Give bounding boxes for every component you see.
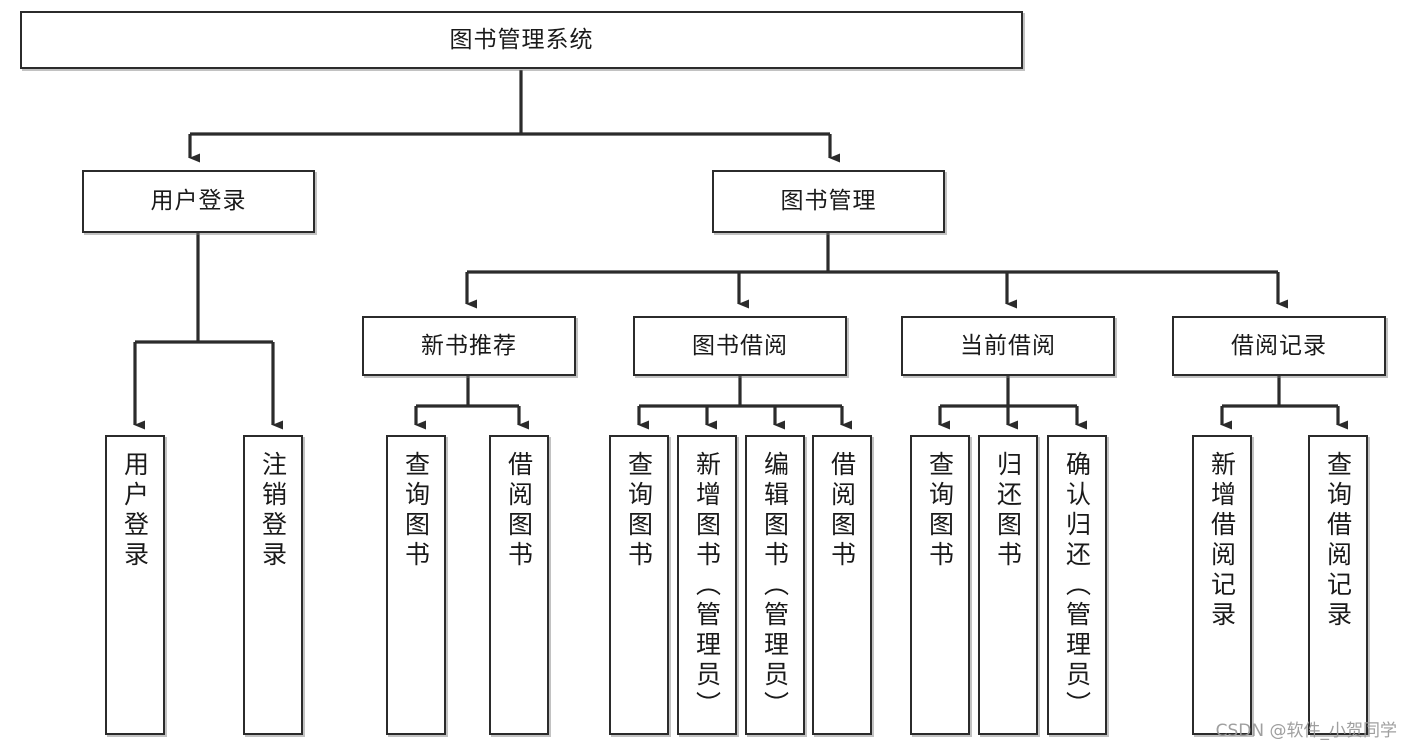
node-book-manage[interactable]: 图书管理 (712, 170, 945, 233)
node-leaf-add-book-label: 新增图书（管理员） (692, 451, 722, 721)
node-book-manage-label: 图书管理 (780, 188, 877, 215)
node-leaf-query-book-1[interactable]: 查询图书 (386, 435, 446, 735)
node-leaf-user-login[interactable]: 用户登录 (105, 435, 165, 735)
node-leaf-return-book-label: 归还图书 (993, 451, 1023, 571)
node-user-login-label: 用户登录 (150, 188, 247, 215)
node-book-borrow-label: 图书借阅 (692, 332, 788, 359)
watermark-text: CSDN @软件_小贺同学 (1215, 721, 1397, 741)
node-new-book-rec[interactable]: 新书推荐 (362, 316, 576, 376)
node-leaf-user-logout[interactable]: 注销登录 (243, 435, 303, 735)
node-leaf-query-book-1-label: 查询图书 (401, 451, 431, 571)
node-root[interactable]: 图书管理系统 (20, 11, 1023, 69)
node-leaf-query-record[interactable]: 查询借阅记录 (1308, 435, 1368, 735)
node-leaf-borrow-book-1[interactable]: 借阅图书 (489, 435, 549, 735)
node-leaf-confirm-return-label: 确认归还（管理员） (1062, 451, 1092, 721)
node-leaf-add-book[interactable]: 新增图书（管理员） (677, 435, 737, 735)
node-book-borrow[interactable]: 图书借阅 (633, 316, 847, 376)
node-leaf-query-book-3-label: 查询图书 (925, 451, 955, 571)
node-leaf-query-book-2-label: 查询图书 (624, 451, 654, 571)
node-leaf-query-book-2[interactable]: 查询图书 (609, 435, 669, 735)
node-new-book-rec-label: 新书推荐 (421, 332, 517, 359)
node-user-login[interactable]: 用户登录 (82, 170, 315, 233)
node-borrow-record[interactable]: 借阅记录 (1172, 316, 1386, 376)
node-current-borrow-label: 当前借阅 (960, 332, 1056, 359)
node-leaf-borrow-book-2[interactable]: 借阅图书 (812, 435, 872, 735)
node-borrow-record-label: 借阅记录 (1231, 332, 1327, 359)
node-leaf-query-record-label: 查询借阅记录 (1323, 451, 1353, 631)
node-root-label: 图书管理系统 (449, 26, 594, 53)
node-leaf-query-book-3[interactable]: 查询图书 (910, 435, 970, 735)
node-leaf-borrow-book-1-label: 借阅图书 (504, 451, 534, 571)
node-leaf-add-record[interactable]: 新增借阅记录 (1192, 435, 1252, 735)
node-leaf-borrow-book-2-label: 借阅图书 (827, 451, 857, 571)
node-leaf-return-book[interactable]: 归还图书 (978, 435, 1038, 735)
node-current-borrow[interactable]: 当前借阅 (901, 316, 1115, 376)
node-leaf-user-logout-label: 注销登录 (258, 451, 288, 571)
node-leaf-confirm-return[interactable]: 确认归还（管理员） (1047, 435, 1107, 735)
node-leaf-edit-book-label: 编辑图书（管理员） (760, 451, 790, 721)
node-leaf-add-record-label: 新增借阅记录 (1207, 451, 1237, 631)
node-leaf-user-login-label: 用户登录 (120, 451, 150, 571)
node-leaf-edit-book[interactable]: 编辑图书（管理员） (745, 435, 805, 735)
